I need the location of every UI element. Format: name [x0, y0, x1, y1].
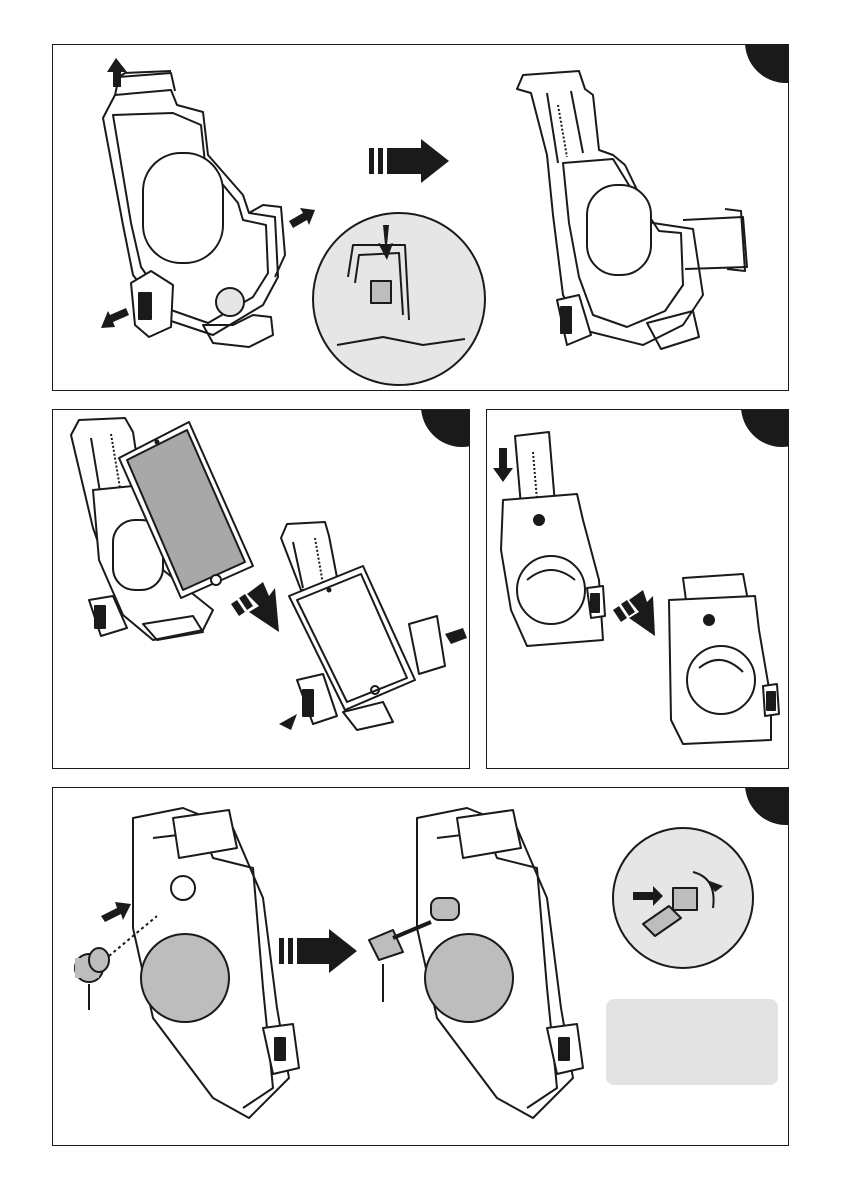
- next-step-arrow-icon: [231, 582, 279, 632]
- next-step-arrow-icon: [613, 590, 655, 636]
- step-2-panel: [52, 409, 470, 769]
- arrow-down-icon: [493, 448, 513, 482]
- holder-with-tablet-icon: [281, 522, 445, 730]
- step-3-panel: [486, 409, 789, 769]
- holder-locked-icon: [417, 808, 583, 1118]
- arrow-right-icon: [101, 902, 131, 922]
- push-arrow-icon: [279, 714, 297, 730]
- push-arrow-icon: [445, 628, 467, 644]
- next-step-arrow-icon: [369, 139, 449, 183]
- arrow-right-icon: [289, 208, 315, 228]
- step-3-illustration: [487, 410, 789, 769]
- holder-open-icon: [103, 71, 285, 347]
- holder-closed-icon: [669, 574, 779, 744]
- step-4-panel: [52, 787, 789, 1146]
- rotate-key-detail-icon: [613, 828, 753, 968]
- step-1-illustration: [53, 45, 789, 391]
- holder-expanded-icon: [517, 71, 747, 349]
- step-1-panel: [52, 44, 789, 391]
- arrow-down-left-icon: [101, 308, 129, 328]
- step-2-illustration: [53, 410, 470, 769]
- next-step-arrow-icon: [279, 929, 357, 973]
- holder-closing-icon: [501, 432, 605, 646]
- step-4-illustration: [53, 788, 789, 1146]
- release-button-detail-icon: [313, 213, 485, 385]
- holder-back-icon: [133, 808, 299, 1118]
